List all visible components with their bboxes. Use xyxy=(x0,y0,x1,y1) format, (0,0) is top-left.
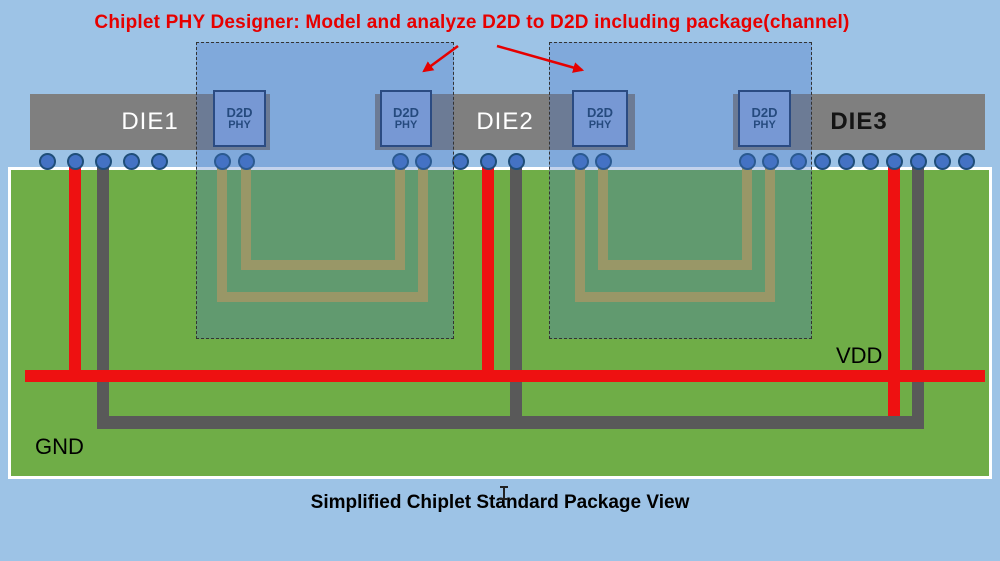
solder-bump xyxy=(910,153,927,170)
package-substrate xyxy=(8,167,992,479)
solder-bump xyxy=(762,153,779,170)
solder-bump xyxy=(67,153,84,170)
solder-bump xyxy=(392,153,409,170)
d2d-phy-title: D2D xyxy=(586,104,613,120)
d2d-phy-subtitle: PHY xyxy=(394,118,418,131)
solder-bump xyxy=(862,153,879,170)
vdd-via-die3 xyxy=(888,165,900,416)
d2d-phy-subtitle: PHY xyxy=(753,118,776,131)
solder-bump xyxy=(595,153,612,170)
solder-bump xyxy=(508,153,525,170)
vdd-via-die2 xyxy=(482,165,494,382)
solder-bump xyxy=(95,153,112,170)
d2d-phy-2: D2D PHY xyxy=(380,90,432,147)
solder-bump xyxy=(739,153,756,170)
solder-bump xyxy=(572,153,589,170)
solder-bump xyxy=(480,153,497,170)
d2d-phy-title: D2D xyxy=(226,104,253,120)
solder-bump xyxy=(886,153,903,170)
channel-trace-inner-1 xyxy=(241,165,405,270)
text-cursor-icon xyxy=(500,486,508,500)
d2d-phy-subtitle: PHY xyxy=(228,118,251,131)
solder-bump xyxy=(934,153,951,170)
channel-trace-outer-1 xyxy=(217,165,428,302)
d2d-channel-region-1 xyxy=(196,42,454,339)
solder-bump xyxy=(958,153,975,170)
vdd-via-die1 xyxy=(69,165,81,382)
solder-bump xyxy=(415,153,432,170)
die1-label: DIE1 xyxy=(121,108,179,135)
d2d-phy-1: D2D PHY xyxy=(213,90,266,147)
channel-trace-outer-2 xyxy=(575,165,775,302)
vdd-label: VDD xyxy=(836,343,883,368)
die3-label: DIE3 xyxy=(830,108,888,135)
die2-label: DIE2 xyxy=(476,108,534,135)
solder-bump xyxy=(452,153,469,170)
solder-bump xyxy=(123,153,140,170)
solder-bump xyxy=(790,153,807,170)
vdd-rail-horizontal xyxy=(25,370,985,382)
gnd-via-die2 xyxy=(510,165,522,429)
solder-bump xyxy=(238,153,255,170)
channel-trace-inner-2 xyxy=(598,165,752,270)
gnd-label: GND xyxy=(35,434,84,459)
solder-bump xyxy=(214,153,231,170)
solder-bump xyxy=(838,153,855,170)
solder-bump xyxy=(814,153,831,170)
d2d-phy-4: D2D PHY xyxy=(738,90,791,147)
slide-caption: Simplified Chiplet Standard Package View xyxy=(310,492,690,513)
d2d-phy-title: D2D xyxy=(392,104,419,120)
d2d-phy-3: D2D PHY xyxy=(572,90,628,147)
solder-bump xyxy=(151,153,168,170)
d2d-phy-subtitle: PHY xyxy=(588,118,612,131)
gnd-via-die3 xyxy=(912,165,924,429)
d2d-phy-title: D2D xyxy=(751,104,778,120)
solder-bump xyxy=(39,153,56,170)
slide-title: Chiplet PHY Designer: Model and analyze … xyxy=(94,12,850,33)
gnd-via-die1 xyxy=(97,165,109,429)
d2d-channel-region-2 xyxy=(549,42,812,339)
